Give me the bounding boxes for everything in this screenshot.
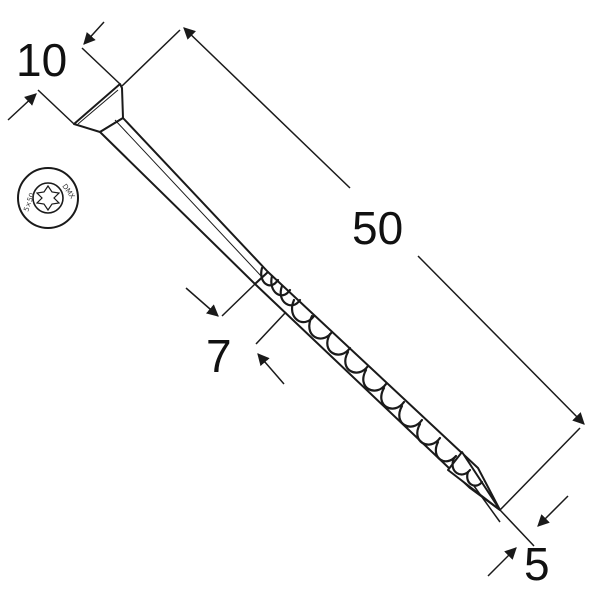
head-top-view: DMX 5×50: [17, 167, 79, 229]
dimension-thread-diameter: [185, 283, 287, 385]
torx-recess-icon: [35, 184, 61, 212]
tip-label: 5: [524, 538, 550, 590]
dimension-tip: [473, 485, 569, 577]
screw-tip: [447, 451, 501, 511]
thread-diameter-label: 7: [206, 330, 232, 382]
length-label: 50: [352, 202, 403, 254]
screw-threads: [260, 266, 484, 487]
screw-shank: [99, 117, 269, 285]
dimension-length: [121, 27, 585, 511]
head-diameter-label: 10: [16, 34, 67, 86]
dimension-head-diameter: [7, 21, 121, 125]
